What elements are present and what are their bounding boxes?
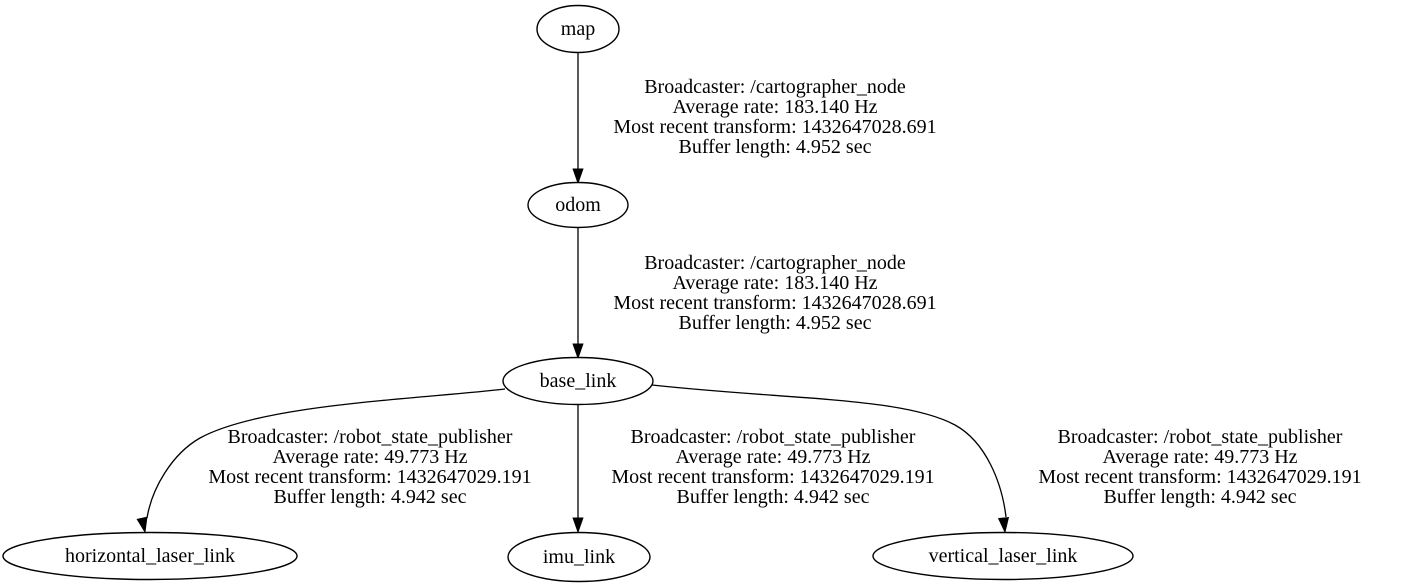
edge-label-broadcaster: Broadcaster: /cartographer_node [644, 252, 906, 274]
arrowhead-down-icon [997, 516, 1010, 534]
edge-label-baselink-imulink: Broadcaster: /robot_state_publisher Aver… [553, 427, 993, 507]
arrowhead-down-icon [572, 343, 584, 360]
edge-label-buffer-length: Buffer length: 4.942 sec [273, 486, 467, 508]
edge-label-average-rate: Average rate: 49.773 Hz [1102, 446, 1298, 468]
node-imulink-label: imu_link [542, 546, 616, 568]
edge-label-buffer-length: Buffer length: 4.942 sec [1103, 486, 1297, 508]
node-horizontallaserlink-label: horizontal_laser_link [65, 545, 235, 567]
arrowhead-down-icon [136, 516, 148, 534]
edge-label-recent-transform: Most recent transform: 1432647028.691 [613, 292, 937, 314]
edge-label-average-rate: Average rate: 183.140 Hz [672, 272, 878, 294]
edge-label-broadcaster: Broadcaster: /robot_state_publisher [630, 426, 916, 448]
edge-label-average-rate: Average rate: 183.140 Hz [672, 96, 878, 118]
edge-label-buffer-length: Buffer length: 4.942 sec [676, 486, 870, 508]
edge-label-recent-transform: Most recent transform: 1432647029.191 [611, 466, 935, 488]
edge-label-buffer-length: Buffer length: 4.952 sec [678, 312, 872, 334]
node-baselink-label: base_link [539, 370, 617, 392]
node-verticallaserlink-ellipse [872, 531, 1134, 581]
edge-label-odom-baselink: Broadcaster: /cartographer_node Average … [555, 253, 995, 333]
edge-baselink-horizontallaserlink-path [146, 388, 506, 519]
edge-label-recent-transform: Most recent transform: 1432647029.191 [1038, 466, 1362, 488]
edge-baselink-verticallaserlink-path [651, 384, 1007, 518]
edge-label-recent-transform: Most recent transform: 1432647028.691 [613, 116, 937, 138]
node-map-label: map [560, 18, 596, 40]
edge-label-map-odom: Broadcaster: /cartographer_node Average … [555, 77, 995, 157]
edge-label-average-rate: Average rate: 49.773 Hz [272, 446, 468, 468]
arrowhead-down-icon [572, 168, 584, 185]
arrowhead-down-icon [572, 517, 584, 534]
edge-label-baselink-horizontallaserlink: Broadcaster: /robot_state_publisher Aver… [150, 427, 590, 507]
node-imulink-ellipse [507, 531, 651, 583]
edge-label-recent-transform: Most recent transform: 1432647029.191 [208, 466, 532, 488]
node-odom-ellipse [527, 181, 629, 229]
edge-label-broadcaster: Broadcaster: /robot_state_publisher [227, 426, 513, 448]
node-horizontallaserlink-ellipse [2, 531, 298, 581]
edge-label-broadcaster: Broadcaster: /cartographer_node [644, 76, 906, 98]
node-map-ellipse [536, 4, 620, 54]
edge-label-baselink-verticallaserlink: Broadcaster: /robot_state_publisher Aver… [980, 427, 1409, 507]
node-verticallaserlink-label: vertical_laser_link [928, 545, 1078, 567]
node-odom-label: odom [555, 194, 601, 216]
edge-label-buffer-length: Buffer length: 4.952 sec [678, 136, 872, 158]
edge-label-average-rate: Average rate: 49.773 Hz [675, 446, 871, 468]
edge-label-broadcaster: Broadcaster: /robot_state_publisher [1057, 426, 1343, 448]
node-baselink-ellipse [502, 356, 654, 406]
